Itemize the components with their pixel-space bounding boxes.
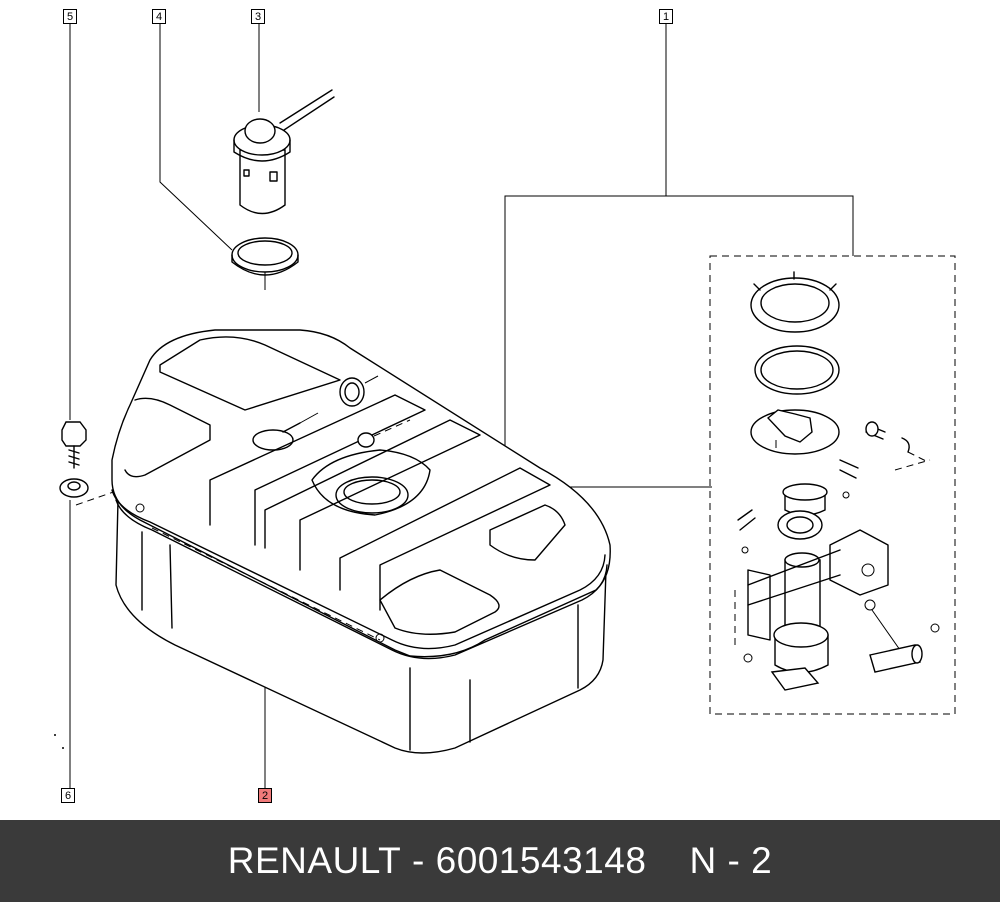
position-code: N - 2 — [689, 840, 773, 881]
exploded-parts-diagram — [54, 24, 956, 788]
stray-dot — [54, 734, 56, 736]
gasket-ring — [231, 237, 299, 276]
diagram-drawing — [54, 24, 956, 788]
callout-2: 2 — [258, 788, 272, 803]
callout-6: 6 — [61, 788, 75, 803]
stray-dot — [62, 747, 64, 749]
callout-5: 5 — [63, 9, 77, 24]
separator: - — [412, 840, 425, 881]
part-number: 6001543148 — [435, 840, 647, 881]
callout-1: 1 — [659, 9, 673, 24]
fuel-tank — [111, 329, 611, 754]
callout-4: 4 — [152, 9, 166, 24]
fuel-gauge-sender — [233, 89, 335, 215]
callout-3: 3 — [251, 9, 265, 24]
fuel-pump-assembly — [709, 255, 956, 715]
brand-name: RENAULT — [227, 840, 402, 881]
bolt-and-washer — [59, 421, 126, 506]
part-info-footer: RENAULT - 6001543148 N - 2 — [0, 820, 1000, 902]
